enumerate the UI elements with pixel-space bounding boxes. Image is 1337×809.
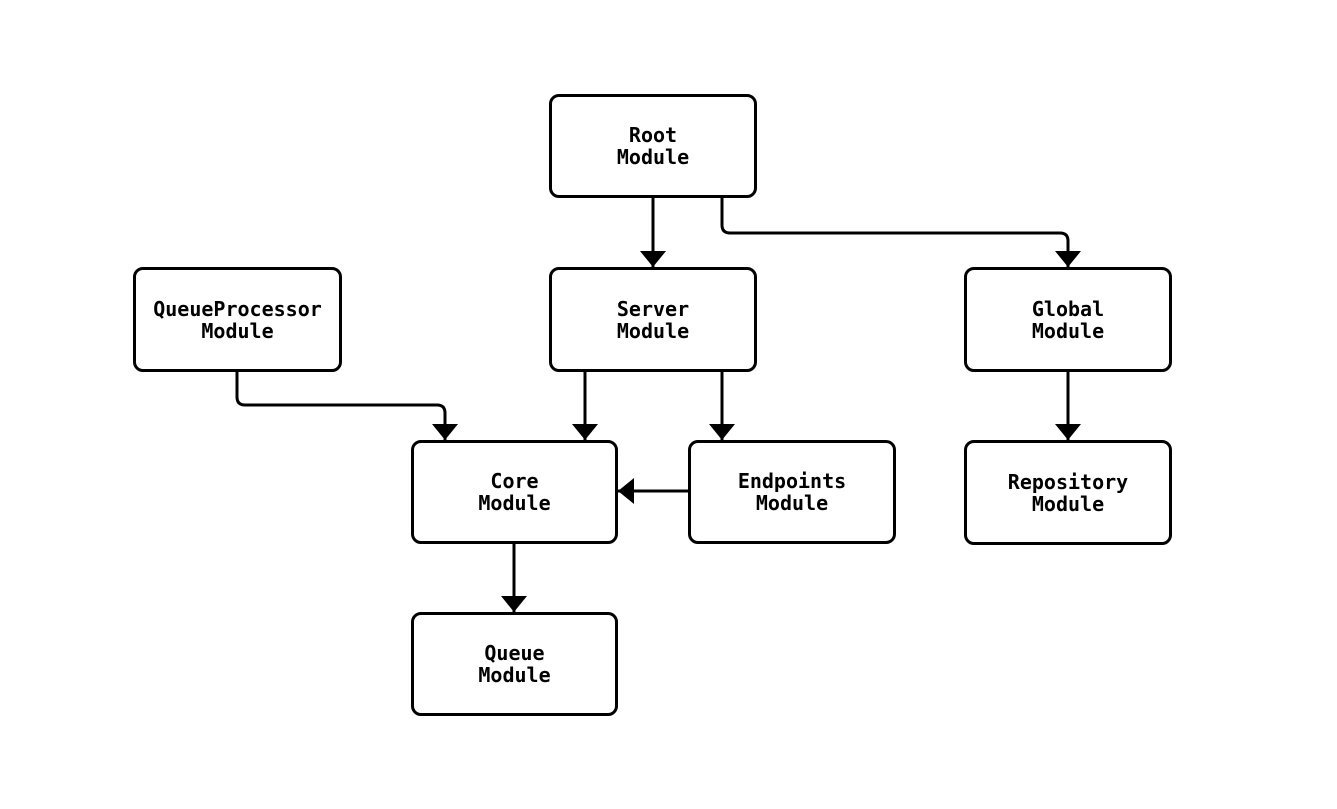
node-label-line: Module bbox=[616, 145, 690, 169]
node-repository-module: Repository Module bbox=[964, 440, 1172, 545]
node-endpoints-module: Endpoints Module bbox=[688, 440, 896, 544]
node-queue-module: Queue Module bbox=[411, 612, 618, 716]
node-label-line: Server bbox=[616, 296, 690, 321]
edge-queueprocessor-to-core bbox=[235, 371, 458, 440]
node-label-line: Module bbox=[755, 491, 829, 515]
edge-root-to-global bbox=[720, 197, 1081, 267]
node-label-line: Endpoints bbox=[737, 469, 847, 493]
node-root-module: Root Module bbox=[549, 94, 757, 198]
node-global-module: Global Module bbox=[964, 267, 1172, 372]
node-label-line: Module bbox=[616, 318, 690, 343]
node-label-line: Repository bbox=[1007, 469, 1129, 494]
node-label-line: Root bbox=[628, 123, 678, 147]
node-core-module: Core Module bbox=[411, 440, 618, 544]
node-label-line: Module bbox=[1031, 491, 1105, 516]
node-queueprocessor-module: QueueProcessor Module bbox=[133, 267, 342, 372]
node-label-line: Module bbox=[478, 491, 551, 515]
node-server-module: Server Module bbox=[549, 267, 757, 372]
node-label-line: Queue bbox=[484, 641, 545, 665]
node-label-line: Module bbox=[1031, 318, 1105, 343]
node-label-line: Core bbox=[490, 469, 539, 493]
node-label-line: Module bbox=[478, 663, 551, 687]
node-label-line: Module bbox=[201, 318, 274, 343]
node-label-line: QueueProcessor bbox=[153, 296, 322, 321]
node-label-line: Global bbox=[1031, 296, 1105, 321]
